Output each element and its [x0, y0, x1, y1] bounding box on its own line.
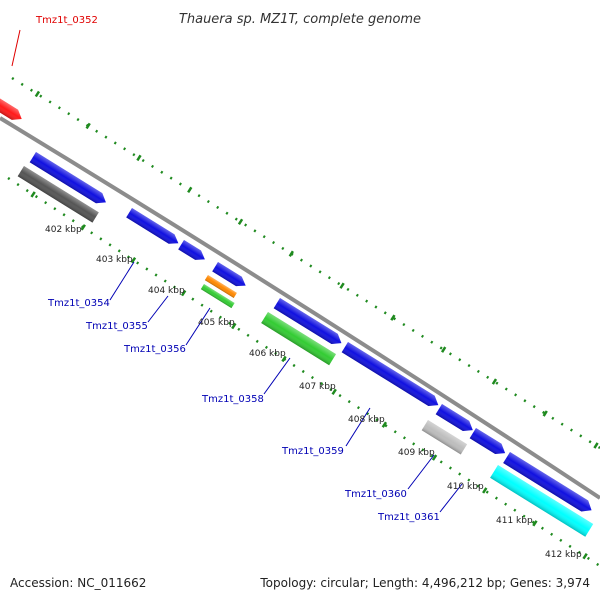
gene-green-small[interactable] [200, 284, 235, 309]
gene-red[interactable] [0, 96, 25, 124]
gene-blue-7-shading [435, 404, 473, 432]
gene-features [0, 96, 595, 537]
gene-dark-gray-shading [17, 166, 99, 223]
gene-blue-5-shading [273, 298, 342, 345]
gene-blue-2-shading [126, 208, 179, 244]
gene-label-tmz1t-0359[interactable]: Tmz1t_0359 [281, 446, 344, 457]
ruler-tick [34, 90, 41, 98]
leader-line [147, 295, 169, 323]
ruler-tick [85, 122, 91, 130]
kbp-label: 410 kbp [447, 482, 484, 492]
kbp-label: 402 kbp [45, 225, 82, 235]
ruler-tick [542, 410, 548, 417]
leader-line [407, 454, 435, 490]
ruler-tick [80, 224, 86, 231]
gene-orange-shading [204, 275, 237, 299]
leader-line [11, 29, 21, 67]
gene-light-gray-shading [421, 420, 468, 455]
ruler-tick [491, 378, 498, 385]
ruler-tick [237, 218, 244, 226]
ruler-tick [532, 520, 538, 527]
gene-blue-6[interactable] [341, 342, 442, 410]
gene-label-tmz1t-0360[interactable]: Tmz1t_0360 [344, 489, 407, 500]
kbp-tick-labels: 402 kbp 403 kbp 404 kbp 405 kbp 406 kbp … [45, 225, 582, 560]
kbp-label: 408 kbp [348, 415, 385, 425]
map-title: Thauera sp. MZ1T, complete genome [179, 12, 421, 27]
gene-label-tmz1t-0355[interactable]: Tmz1t_0355 [85, 321, 148, 332]
kbp-label: 403 kbp [96, 255, 133, 265]
gene-orange[interactable] [204, 275, 237, 299]
ruler-lines [7, 76, 600, 568]
ruler-tick [30, 191, 36, 198]
gene-label-tmz1t-0358[interactable]: Tmz1t_0358 [201, 394, 264, 405]
ruler-tick [288, 250, 294, 257]
gene-blue-9-shading [503, 452, 592, 512]
gene-green-large-shading [261, 312, 336, 366]
genome-backbone [0, 116, 600, 500]
kbp-label: 405 kbp [198, 318, 235, 328]
ruler-tick [482, 487, 488, 494]
gene-blue-3[interactable] [178, 240, 208, 264]
kbp-label: 409 kbp [398, 448, 435, 458]
gene-blue-1[interactable] [29, 152, 109, 208]
ruler-tick [339, 282, 345, 289]
gene-blue-8-shading [469, 428, 506, 455]
kbp-label: 411 kbp [496, 516, 533, 526]
leader-line [109, 261, 135, 301]
inner-ruler [7, 176, 600, 568]
ruler-tick [130, 257, 137, 264]
gene-blue-6-shading [341, 342, 439, 406]
gene-cyan-shading [490, 465, 594, 537]
gene-blue-3-shading [178, 240, 205, 260]
gene-green-small-shading [200, 284, 235, 309]
gene-blue-4[interactable] [212, 262, 248, 290]
ruler-tick [390, 314, 396, 321]
ruler-tick [431, 454, 438, 461]
label-leader-lines [11, 29, 463, 513]
topology-text: Topology: circular; Length: 4,496,212 bp… [259, 576, 590, 590]
gene-cyan[interactable] [490, 465, 594, 537]
kbp-label: 404 kbp [148, 286, 185, 296]
gene-label-tmz1t-0361[interactable]: Tmz1t_0361 [377, 512, 440, 523]
ruler-tick [582, 553, 588, 560]
leader-line [439, 483, 463, 513]
gene-name-labels: Tmz1t_0352 Tmz1t_0354 Tmz1t_0355 Tmz1t_0… [35, 15, 440, 523]
gene-blue-4-shading [212, 262, 246, 287]
kbp-label: 406 kbp [249, 349, 286, 359]
ruler-tick [593, 442, 599, 449]
gene-label-tmz1t-0356[interactable]: Tmz1t_0356 [123, 344, 186, 355]
gene-red-shading [0, 96, 22, 120]
gene-blue-2[interactable] [126, 208, 181, 248]
gene-label-tmz1t-0352[interactable]: Tmz1t_0352 [35, 15, 98, 26]
ruler-tick [231, 322, 237, 330]
ruler-tick [180, 289, 187, 297]
gene-dark-gray[interactable] [17, 166, 99, 223]
leader-line [345, 407, 371, 447]
ruler-tick [187, 186, 193, 194]
gene-green-large[interactable] [261, 312, 336, 366]
gene-blue-9[interactable] [503, 452, 595, 516]
leader-line [263, 357, 291, 395]
gene-blue-7[interactable] [435, 404, 476, 435]
gene-blue-8[interactable] [469, 428, 509, 458]
kbp-label: 412 kbp [545, 550, 582, 560]
gene-blue-1-shading [29, 152, 106, 204]
ruler-tick [440, 346, 447, 353]
kbp-label: 407 kbp [299, 382, 336, 392]
ruler-tick [136, 154, 142, 162]
ruler-tick [331, 388, 337, 395]
accession-text: Accession: NC_011662 [10, 576, 146, 590]
gene-blue-5[interactable] [273, 298, 345, 348]
ruler-tick [381, 421, 388, 428]
gene-light-gray[interactable] [421, 420, 468, 455]
gene-label-tmz1t-0354[interactable]: Tmz1t_0354 [47, 298, 110, 309]
leader-line [185, 307, 211, 346]
ruler-tick [281, 355, 287, 363]
